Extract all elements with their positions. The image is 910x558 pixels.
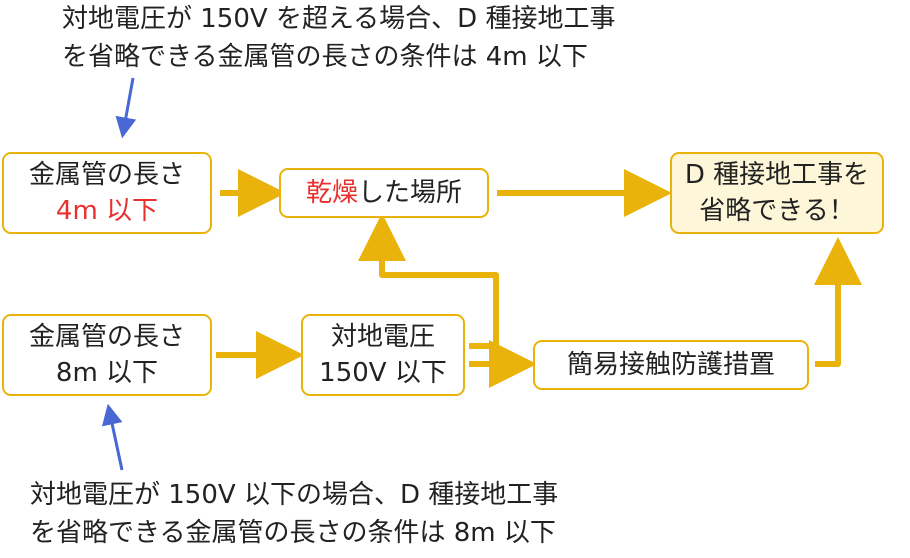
note-top-line1: 対地電圧が 150V を超える場合、D 種接地工事	[62, 4, 616, 34]
box-simple-contact-protection-label: 簡易接触防護措置	[566, 350, 775, 380]
box-omit-grounding-line2: 省略できる！	[699, 196, 855, 226]
box-pipe-length-4m: 金属管の長さ 4m 以下	[2, 152, 212, 234]
pointer-bottom-arrow	[101, 403, 124, 471]
box-dry-place-highlight: 乾燥	[305, 178, 358, 208]
box-pipe-length-4m-line2: 4m 以下	[55, 196, 159, 226]
box-voltage-150v: 対地電圧 150V 以下	[301, 314, 465, 396]
box-dry-place-rest: した場所	[358, 178, 463, 208]
box-pipe-length-4m-line1: 金属管の長さ	[28, 160, 185, 190]
box-omit-grounding: D 種接地工事を 省略できる！	[670, 152, 884, 234]
box-pipe-length-8m-line1: 金属管の長さ	[28, 322, 185, 352]
note-bottom-line2: を省略できる金属管の長さの条件は 8m 以下	[30, 518, 556, 548]
note-top: 対地電圧が 150V を超える場合、D 種接地工事 を省略できる金属管の長さの条…	[62, 0, 615, 76]
box-voltage-150v-line2: 150V 以下	[319, 358, 447, 388]
note-bottom: 対地電圧が 150V 以下の場合、D 種接地工事 を省略できる金属管の長さの条件…	[30, 476, 558, 552]
pointer-top-arrow	[115, 77, 137, 139]
box-pipe-length-8m-line2: 8m 以下	[55, 358, 159, 388]
box-pipe-length-8m: 金属管の長さ 8m 以下	[2, 314, 212, 396]
note-bottom-line1: 対地電圧が 150V 以下の場合、D 種接地工事	[30, 480, 559, 510]
box-simple-contact-protection: 簡易接触防護措置	[533, 340, 809, 390]
arrow-voltage-to-dry	[358, 213, 499, 349]
box-omit-grounding-line1: D 種接地工事を	[684, 160, 870, 190]
box-dry-place: 乾燥した場所	[279, 168, 489, 218]
note-top-line2: を省略できる金属管の長さの条件は 4m 以下	[62, 42, 588, 72]
box-voltage-150v-line1: 対地電圧	[330, 322, 435, 352]
arrow-protection-to-omit	[814, 237, 862, 367]
